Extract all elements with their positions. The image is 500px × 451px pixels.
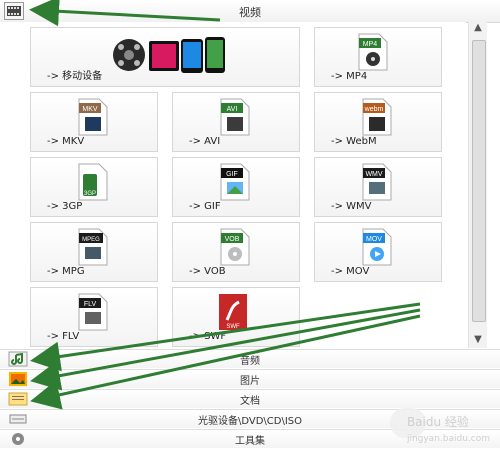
mov-file-icon: MOV: [357, 227, 397, 271]
webm-file-icon: webm: [357, 97, 397, 141]
video-category-header[interactable]: 视频: [0, 0, 500, 23]
3gp-file-icon: 3GP: [73, 162, 113, 206]
tile-gif[interactable]: GIF -> GIF: [172, 157, 300, 217]
tile-mov[interactable]: MOV -> MOV: [314, 222, 442, 282]
category-label: 图片: [240, 376, 260, 387]
tile-badge: MKV: [82, 106, 98, 113]
scroll-down-icon[interactable]: ▼: [474, 334, 482, 345]
tile-webm[interactable]: webm -> WebM: [314, 92, 442, 152]
tile-vob[interactable]: VOB -> VOB: [172, 222, 300, 282]
tile-badge: MPEG: [82, 237, 100, 243]
vob-file-icon: VOB: [215, 227, 255, 271]
tile-avi[interactable]: AVI -> AVI: [172, 92, 300, 152]
mobile-device-icon: [109, 33, 227, 79]
tile-swf[interactable]: SWF -> SWF: [172, 287, 300, 347]
tile-badge: webm: [364, 106, 384, 113]
tile-label: -> 3GP: [47, 201, 83, 212]
film-reel-icon: [4, 2, 24, 20]
tile-badge: SWF: [226, 324, 240, 330]
category-image[interactable]: 图片: [0, 369, 500, 388]
tile-mp4[interactable]: MP4 -> MP4: [314, 27, 442, 87]
category-label: 文档: [240, 396, 260, 407]
category-label: 工具集: [235, 436, 265, 447]
tile-3gp[interactable]: 3GP -> 3GP: [30, 157, 158, 217]
tile-badge: 3GP: [84, 191, 96, 197]
tile-mpg[interactable]: MPEG -> MPG: [30, 222, 158, 282]
scroll-up-icon[interactable]: ▲: [474, 22, 482, 33]
tile-label: -> MOV: [331, 266, 370, 277]
optical-drive-icon: [8, 411, 28, 425]
tile-label: -> FLV: [47, 331, 80, 342]
tile-badge: GIF: [226, 171, 238, 178]
flv-file-icon: FLV: [73, 292, 113, 336]
gif-file-icon: GIF: [215, 162, 255, 206]
mkv-file-icon: MKV: [73, 97, 113, 141]
mpg-file-icon: MPEG: [73, 227, 113, 271]
tile-label: -> AVI: [189, 136, 221, 147]
tile-label: -> WMV: [331, 201, 372, 212]
tile-label: -> SWF: [189, 331, 227, 342]
tile-label: -> WebM: [331, 136, 377, 147]
format-tiles-area: -> 移动设备 MP4 -> MP4 MKV -> MKV: [0, 22, 466, 348]
baidu-logo-icon: [390, 408, 426, 438]
scroll-thumb[interactable]: [472, 40, 486, 322]
tile-label: -> MP4: [331, 71, 368, 82]
tile-label: -> MPG: [47, 266, 85, 277]
watermark-site: jingyan.baidu.com: [406, 434, 490, 444]
wmv-file-icon: WMV: [357, 162, 397, 206]
tile-mkv[interactable]: MKV -> MKV: [30, 92, 158, 152]
tile-badge: FLV: [84, 301, 97, 308]
tile-badge: MOV: [366, 236, 382, 243]
watermark: Baidu 经验 jingyan.baidu.com: [407, 413, 490, 444]
tile-badge: AVI: [227, 106, 238, 113]
category-tools[interactable]: 工具集: [0, 429, 500, 448]
tile-label: -> 移动设备: [47, 71, 103, 82]
tile-badge: VOB: [225, 236, 240, 243]
category-label: 光驱设备\DVD\CD\ISO: [197, 416, 303, 427]
watermark-text: Baidu 经验: [406, 415, 469, 429]
category-label: 音频: [240, 356, 260, 367]
tile-label: -> MKV: [47, 136, 85, 147]
category-optical-drive[interactable]: 光驱设备\DVD\CD\ISO: [0, 409, 500, 428]
header-title: 视频: [239, 6, 261, 19]
tools-icon: [8, 431, 28, 445]
tile-label: -> GIF: [189, 201, 221, 212]
tile-badge: WMV: [365, 171, 382, 178]
tile-mobile-device[interactable]: -> 移动设备: [30, 27, 300, 87]
category-audio[interactable]: 音频: [0, 349, 500, 368]
image-icon: [8, 371, 28, 386]
tile-badge: MP4: [363, 41, 378, 48]
avi-file-icon: AVI: [215, 97, 255, 141]
category-document[interactable]: 文档: [0, 389, 500, 408]
audio-icon: [8, 351, 28, 367]
vertical-scrollbar[interactable]: ▲ ▼: [468, 22, 487, 348]
document-icon: [8, 391, 28, 406]
tile-label: -> VOB: [189, 266, 226, 277]
tile-flv[interactable]: FLV -> FLV: [30, 287, 158, 347]
mp4-file-icon: MP4: [353, 32, 393, 76]
tile-wmv[interactable]: WMV -> WMV: [314, 157, 442, 217]
